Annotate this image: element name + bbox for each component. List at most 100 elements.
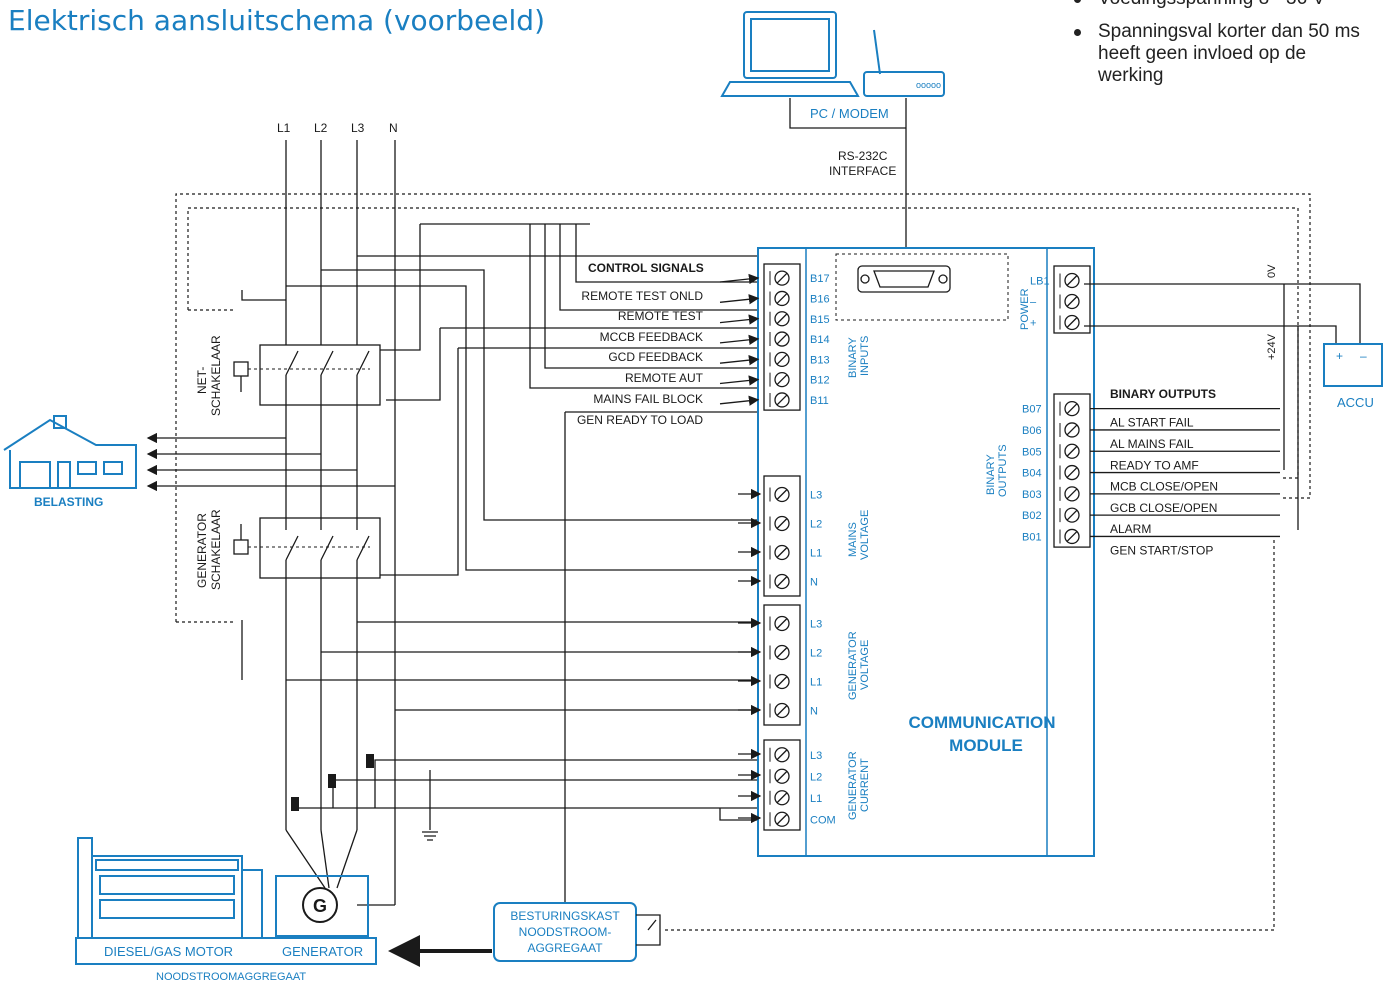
terminal-label: B04 (1022, 468, 1042, 480)
terminal-label: L3 (810, 619, 822, 631)
net-switch: NET- SCHAKELAAR (195, 335, 381, 416)
terminal-label: L1 (810, 548, 822, 560)
generator-label: GENERATOR (282, 944, 363, 959)
terminal-label: L1 (810, 677, 822, 689)
input-arrow (719, 395, 760, 406)
net-switch-label: NET- (195, 367, 209, 394)
generator-g-icon (302, 887, 338, 923)
db9-connector-icon (857, 265, 951, 293)
terminal-screw-icon (769, 768, 790, 784)
generator-current-label: GENERATOR (847, 751, 859, 820)
terminal-screw-icon (769, 290, 790, 307)
besturingskast-relay (636, 914, 661, 946)
pc-modem-label: PC / MODEM (810, 106, 889, 121)
terminal-screw-icon (769, 544, 790, 561)
terminal-label: N (810, 577, 818, 589)
generator-switch-label: GENERATOR (195, 513, 209, 588)
terminal-label: B11 (810, 395, 829, 407)
output-signal-label: ALARM (1110, 522, 1151, 536)
terminal-screw-icon (1059, 272, 1080, 289)
control-signal-labels: REMOTE TEST ONLD REMOTE TEST MCCB FEEDBA… (577, 289, 704, 427)
terminal-label: COM (810, 814, 836, 826)
laptop-icon (720, 11, 860, 97)
terminal-screw-icon (769, 747, 790, 763)
binary-outputs-label: BINARY (985, 454, 997, 495)
terminal-screw-icon (769, 644, 790, 661)
terminal-screw-icon (769, 371, 790, 388)
terminal-screw-icon (1059, 528, 1080, 545)
signal-label: MAINS FAIL BLOCK (593, 392, 703, 406)
besturingskast-box (493, 902, 637, 962)
accu-label: ACCU (1337, 395, 1374, 410)
modem-icon: ooooo (863, 29, 945, 97)
terminal-screw-icon (1059, 293, 1080, 310)
noodstroom-label: NOODSTROOMAGGREGAAT (156, 971, 306, 983)
output-signal-label: AL START FAIL (1110, 416, 1194, 430)
phase-label-n: N (389, 121, 398, 135)
engine-base (75, 937, 377, 965)
terminal-label: L3 (810, 490, 822, 502)
input-arrow (719, 273, 760, 285)
terminal-screw-icon (769, 515, 790, 532)
input-arrow (719, 294, 760, 305)
module-title: COMMUNICATION (909, 713, 1056, 732)
output-signal-label: AL MAINS FAIL (1110, 437, 1194, 451)
dashed-control-lines (175, 193, 1311, 931)
input-arrow (719, 334, 760, 346)
input-arrow (719, 314, 760, 325)
accu-minus: – (1360, 349, 1367, 363)
section-labels: BINARY INPUTS MAINS VOLTAGE GENERATOR VO… (847, 288, 1031, 820)
terminal-label: L2 (810, 771, 822, 783)
terminal-screw-icon (769, 702, 790, 719)
terminal-label: L1 (810, 793, 822, 805)
signal-label: GEN READY TO LOAD (577, 413, 703, 427)
phase-label-l1: L1 (277, 121, 291, 135)
net-switch-label: SCHAKELAAR (209, 335, 223, 416)
terminal-label: B05 (1022, 446, 1042, 458)
spec-bullets: Voedingsspanning 8 - 36 V Spanningsval k… (1070, 0, 1370, 98)
accu-plus: + (1336, 349, 1343, 363)
db9-area (835, 253, 1009, 321)
terminal-screw-icon (769, 811, 790, 827)
load-arrows (146, 432, 395, 492)
terminal-label: N (810, 706, 818, 718)
terminal-label: B03 (1022, 489, 1042, 501)
binary-inputs-label: BINARY (847, 337, 859, 378)
control-signal-wires (296, 223, 758, 905)
house-icon (3, 415, 137, 489)
pc-connector-line (789, 98, 906, 129)
terminal-screw-icon (1059, 422, 1080, 438)
generator-g-label: G (313, 896, 327, 916)
terminal-screw-icon (769, 351, 790, 368)
terminal-label: – (1030, 297, 1037, 309)
binary-inputs-label: INPUTS (859, 336, 871, 376)
terminal-label: L2 (810, 519, 822, 531)
signal-label: GCD FEEDBACK (608, 350, 703, 364)
input-arrow (719, 375, 760, 386)
module-title: MODULE (949, 736, 1023, 755)
belasting-label: BELASTING (34, 495, 103, 509)
accu-battery-icon (1323, 343, 1383, 387)
terminal-label: B07 (1022, 404, 1042, 416)
output-signal-label: READY TO AMF (1110, 458, 1199, 472)
input-arrow (719, 354, 760, 366)
power-label: POWER (1019, 288, 1031, 330)
zero-v-label: 0V (1266, 264, 1278, 278)
terminal-screw-icon (769, 615, 790, 632)
power-wiring (1084, 283, 1361, 530)
output-signal-label: GCB CLOSE/OPEN (1110, 501, 1217, 515)
signal-label: REMOTE TEST ONLD (581, 289, 703, 303)
terminal-label: B01 (1022, 531, 1042, 543)
signal-label: REMOTE TEST (618, 309, 704, 323)
output-signal-label: GEN START/STOP (1110, 543, 1213, 557)
binary-outputs-title: BINARY OUTPUTS (1110, 387, 1216, 401)
mains-voltage-label: VOLTAGE (859, 510, 871, 560)
bullet-item: Spanningsval korter dan 50 ms heeft geen… (1070, 21, 1370, 87)
terminal-screw-icon (1059, 486, 1080, 502)
power-terminals: LB1–+ (1030, 265, 1091, 334)
terminal-label: LB1 (1030, 276, 1050, 288)
